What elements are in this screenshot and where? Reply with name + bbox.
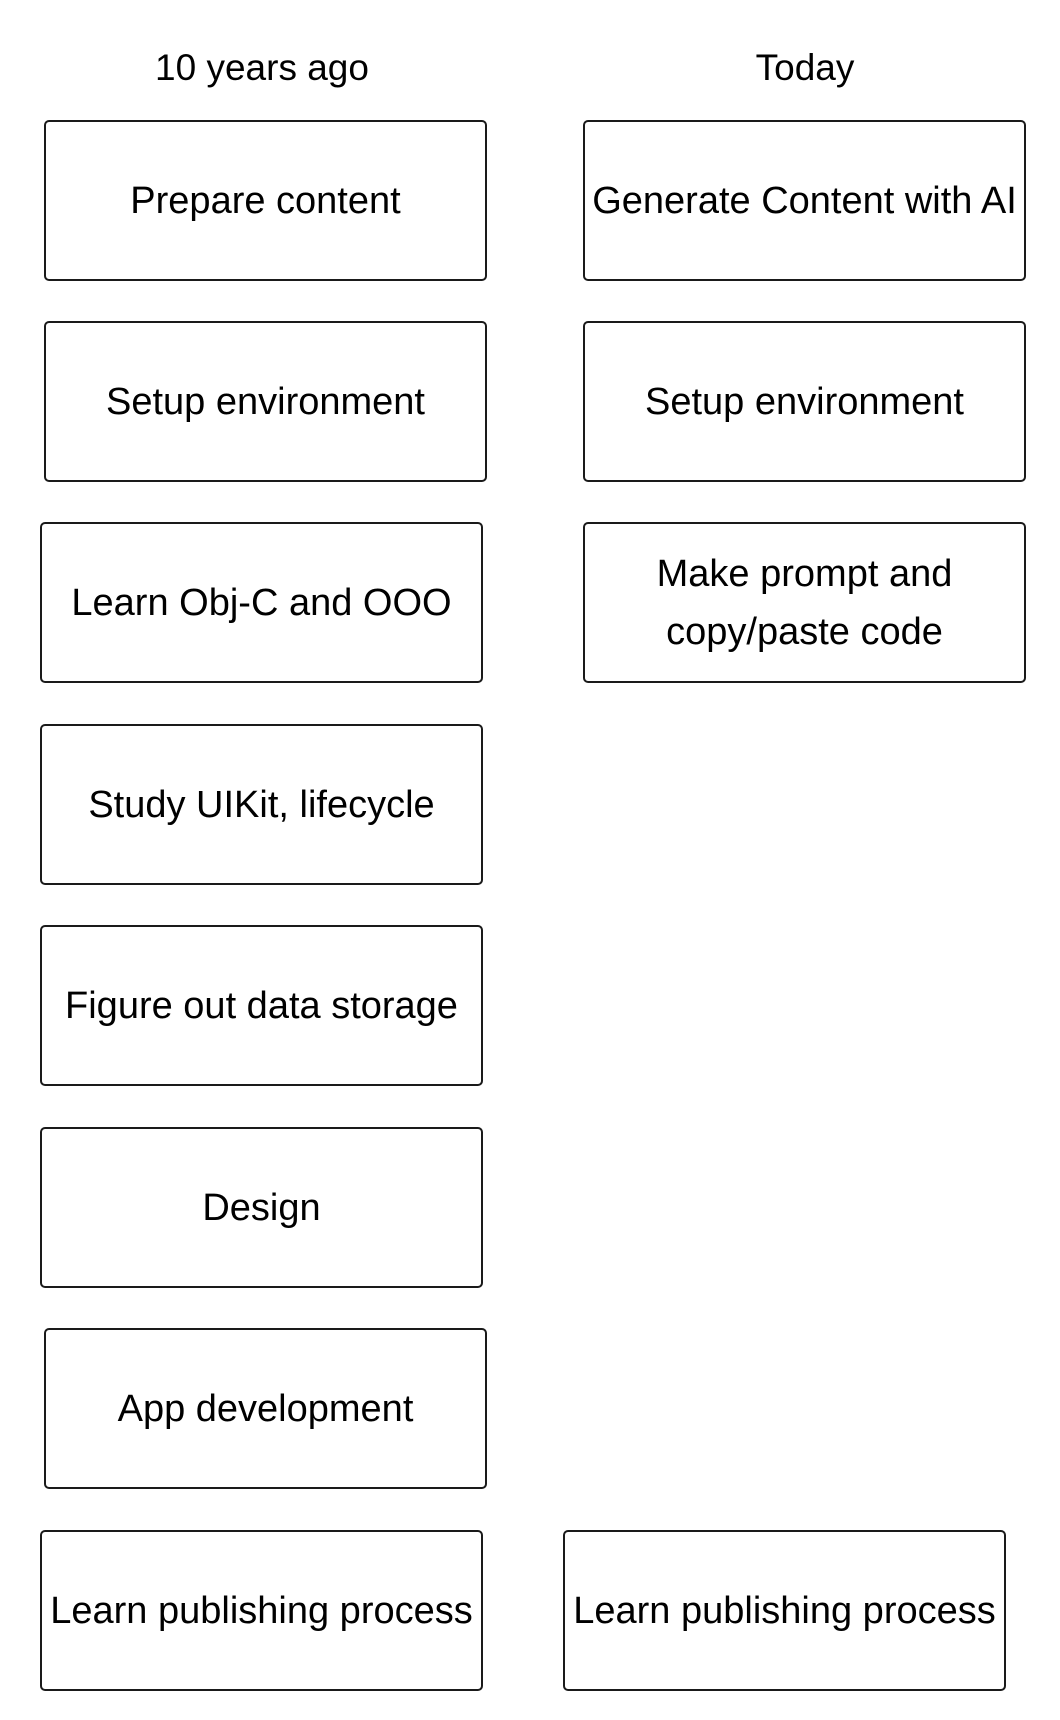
- column-title-10-years-ago: 10 years ago: [155, 47, 369, 88]
- column-title-today: Today: [755, 47, 855, 88]
- step-box: Figure out data storage: [40, 925, 483, 1086]
- step-box: Generate Content with AI: [583, 120, 1026, 281]
- step-box: Design: [40, 1127, 483, 1288]
- step-box: Setup environment: [583, 321, 1026, 482]
- step-box: Setup environment: [44, 321, 487, 482]
- step-box: Study UIKit, lifecycle: [40, 724, 483, 885]
- step-box: Make prompt and copy/paste code: [583, 522, 1026, 683]
- step-box: Learn Obj-C and OOO: [40, 522, 483, 683]
- step-box: App development: [44, 1328, 487, 1489]
- step-box: Prepare content: [44, 120, 487, 281]
- step-box: Learn publishing process: [563, 1530, 1006, 1691]
- step-box: Learn publishing process: [40, 1530, 483, 1691]
